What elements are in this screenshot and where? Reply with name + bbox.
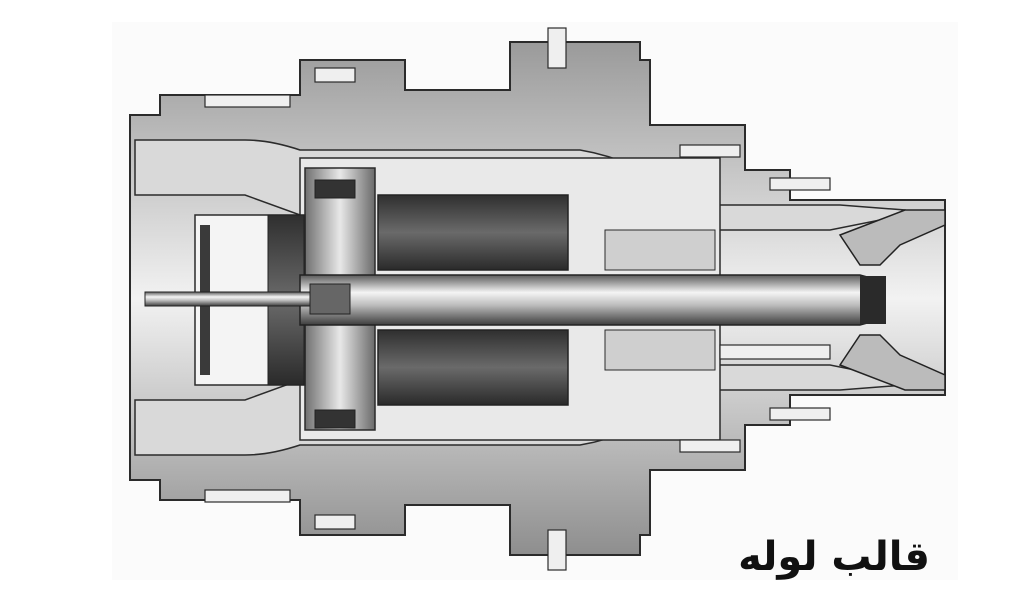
bolt (314, 514, 356, 530)
pin-rod (144, 291, 316, 307)
bolt (204, 94, 291, 108)
mandrel-support-upper (377, 194, 569, 271)
sleeve-lower (604, 329, 716, 371)
bolt (204, 489, 291, 503)
die-lip-lower (838, 334, 946, 391)
figure-caption: قالب لوله (738, 534, 930, 580)
spider-bolt-bottom (314, 409, 356, 429)
bolt (314, 67, 356, 83)
pin-nut (309, 283, 351, 315)
bolt (769, 177, 831, 191)
die-lip-upper (838, 209, 946, 266)
sleeve-upper (604, 229, 716, 271)
bolt (769, 407, 831, 421)
bolt (679, 144, 741, 158)
spider-bolt-top (314, 179, 356, 199)
bolts (204, 27, 831, 571)
mandrel-support-lower (377, 329, 569, 406)
bolt (679, 439, 741, 453)
bolt (547, 27, 567, 69)
mandrel-tip (860, 276, 886, 324)
bolt (719, 344, 831, 360)
bolt (547, 529, 567, 571)
mandrel-shaft (299, 274, 886, 326)
